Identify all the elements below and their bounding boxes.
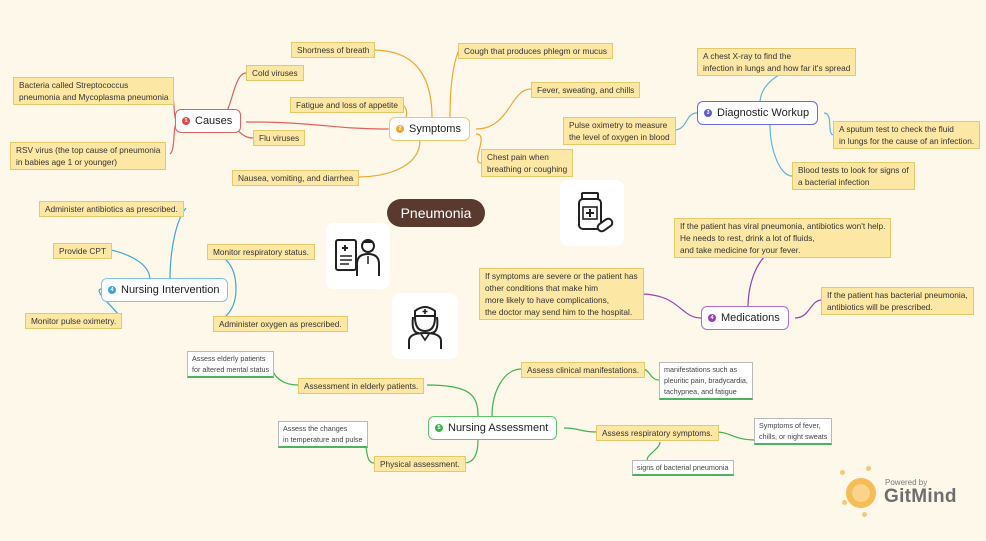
powered-by-label: Powered by: [885, 478, 928, 487]
symptom-fever[interactable]: Fever, sweating, and chills: [531, 82, 641, 98]
cause-flu-viruses[interactable]: Flu viruses: [253, 130, 306, 146]
branch-assessment-label: Nursing Assessment: [448, 422, 549, 434]
diagnostic-pulse-oximetry[interactable]: Pulse oximetry to measure the level of o…: [563, 117, 676, 145]
note-temperature-pulse[interactable]: Assess the changes in temperature and pu…: [278, 421, 368, 448]
nurse-icon: [392, 293, 458, 359]
branch-intervention-label: Nursing Intervention: [121, 284, 220, 296]
cause-rsv-virus[interactable]: RSV virus (the top cause of pneumonia in…: [10, 142, 167, 170]
logo-dot: [840, 470, 845, 475]
doctor-chart-icon: [326, 223, 390, 289]
branch-diagnostic-label: Diagnostic Workup: [717, 107, 810, 119]
intervention-antibiotics[interactable]: Administer antibiotics as prescribed.: [39, 201, 184, 217]
diagnostic-chest-xray[interactable]: A chest X-ray to find the infection in l…: [697, 48, 857, 76]
note-elderly-mental-status[interactable]: Assess elderly patients for altered ment…: [187, 351, 275, 378]
medication-viral[interactable]: If the patient has viral pneumonia, anti…: [674, 218, 892, 258]
symptom-nausea[interactable]: Nausea, vomiting, and diarrhea: [232, 170, 360, 186]
intervention-administer-oxygen[interactable]: Administer oxygen as prescribed.: [213, 316, 348, 332]
branch-medications-label: Medications: [721, 312, 780, 324]
branch-symptoms[interactable]: 2 Symptoms: [389, 117, 470, 141]
diagnostic-sputum-test[interactable]: A sputum test to check the fluid in lung…: [833, 121, 981, 149]
logo-dot: [862, 512, 867, 517]
assessment-respiratory-symptoms[interactable]: Assess respiratory symptoms.: [596, 425, 719, 441]
cause-cold-viruses[interactable]: Cold viruses: [246, 65, 304, 81]
causes-number-badge: 1: [182, 117, 190, 125]
intervention-provide-cpt[interactable]: Provide CPT: [53, 243, 113, 259]
logo-dot: [866, 466, 871, 471]
branch-causes-label: Causes: [195, 115, 233, 127]
intervention-monitor-respiratory[interactable]: Monitor respiratory status.: [207, 244, 315, 260]
assessment-number-badge: 5: [435, 424, 443, 432]
note-manifestations[interactable]: manifestations such as pleuritic pain, b…: [659, 362, 753, 400]
branch-nursing-intervention[interactable]: 4 Nursing Intervention: [101, 278, 229, 302]
symptom-shortness-of-breath[interactable]: Shortness of breath: [291, 42, 376, 58]
medication-bacterial[interactable]: If the patient has bacterial pneumonia, …: [821, 287, 974, 315]
note-bacterial-signs[interactable]: signs of bacterial pneumonia: [632, 460, 734, 476]
central-topic[interactable]: Pneumonia: [387, 199, 485, 227]
gitmind-wordmark: GitMind: [884, 486, 957, 507]
medications-number-badge: 4: [708, 314, 716, 322]
branch-symptoms-label: Symptoms: [409, 123, 461, 135]
symptom-fatigue[interactable]: Fatigue and loss of appetite: [290, 97, 404, 113]
branch-diagnostic-workup[interactable]: 3 Diagnostic Workup: [697, 101, 819, 125]
medicine-bottle-icon: [560, 180, 624, 246]
diagnostic-blood-tests[interactable]: Blood tests to look for signs of a bacte…: [792, 162, 915, 190]
symptom-chest-pain[interactable]: Chest pain when breathing or coughing: [481, 149, 574, 177]
note-fever-chills[interactable]: Symptoms of fever, chills, or night swea…: [754, 418, 833, 445]
branch-nursing-assessment[interactable]: 5 Nursing Assessment: [428, 416, 558, 440]
diagnostic-number-badge: 3: [704, 109, 712, 117]
assessment-physical[interactable]: Physical assessment.: [374, 456, 466, 472]
assessment-clinical-manifestations[interactable]: Assess clinical manifestations.: [521, 362, 646, 378]
branch-causes[interactable]: 1 Causes: [175, 109, 242, 133]
symptoms-number-badge: 2: [396, 125, 404, 133]
gitmind-sun-inner: [852, 484, 870, 502]
logo-dot: [842, 500, 847, 505]
intervention-number-badge: 4: [108, 286, 116, 294]
branch-medications[interactable]: 4 Medications: [701, 306, 789, 330]
medication-severe[interactable]: If symptoms are severe or the patient ha…: [479, 268, 644, 320]
assessment-elderly[interactable]: Assessment in elderly patients.: [298, 378, 425, 394]
cause-bacteria[interactable]: Bacteria called Streptococcus pneumonia …: [13, 77, 175, 105]
intervention-monitor-oximetry[interactable]: Monitor pulse oximetry.: [25, 313, 123, 329]
symptom-cough[interactable]: Cough that produces phlegm or mucus: [458, 43, 613, 59]
